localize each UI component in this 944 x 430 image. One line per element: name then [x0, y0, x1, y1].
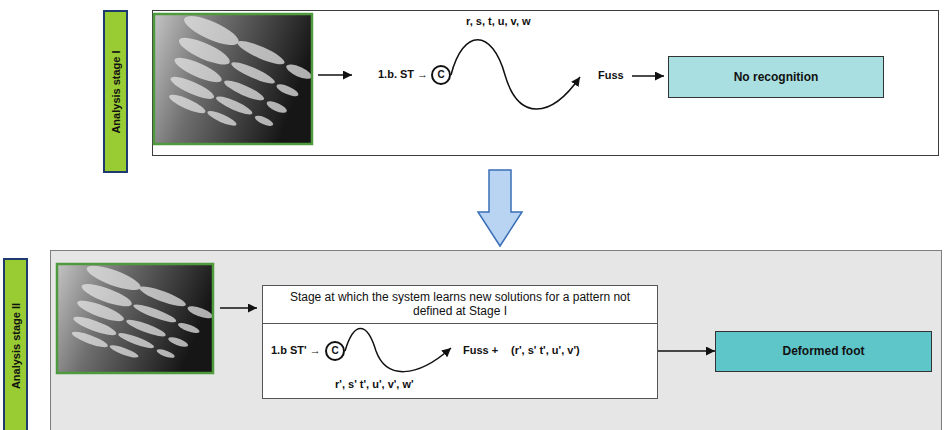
image-frame [57, 264, 213, 373]
node-text: Stage at which the system learns new sol… [285, 286, 635, 321]
concept-circle: C [325, 341, 345, 361]
stage-transition-arrow [478, 170, 522, 246]
formula-label: Fuss + [463, 344, 498, 357]
stage-label-band: Analysis stage I [103, 10, 128, 173]
node-text: No recognition [728, 70, 825, 84]
node-text: C [327, 343, 343, 359]
concept-circle: C [431, 65, 451, 85]
formula-label: 1.b ST' → [271, 344, 321, 357]
stage-label-band: Analysis stage II [3, 258, 28, 430]
separator-line [263, 323, 657, 324]
flow-connector [658, 350, 715, 352]
stage-panel [153, 11, 939, 156]
formula-label: r, s, t, u, v, w [466, 15, 531, 28]
wave-arrow [345, 329, 451, 372]
node-text: Deformed foot [777, 344, 871, 358]
flow-arrow [220, 307, 257, 309]
node-text: C [433, 67, 449, 83]
result-box: No recognition [668, 56, 884, 98]
wave-arrow [451, 40, 580, 109]
formula-label: r', s' t', u', v', w' [335, 378, 414, 391]
learning-box: Stage at which the system learns new sol… [262, 285, 658, 399]
xray-image [54, 261, 217, 378]
formula-label: (r', s' t', u', v') [511, 344, 580, 357]
flow-arrow [632, 75, 664, 77]
node-text: Analysis stage II [9, 303, 22, 389]
xray-image [151, 10, 316, 150]
formula-label: 1.b. ST → [378, 68, 428, 81]
node-text: Analysis stage I [109, 50, 122, 133]
formula-label: Fuss [598, 69, 624, 82]
image-frame [154, 14, 312, 144]
stage-panel [51, 251, 942, 430]
flow-arrow [318, 74, 352, 76]
result-box: Deformed foot [715, 331, 932, 372]
